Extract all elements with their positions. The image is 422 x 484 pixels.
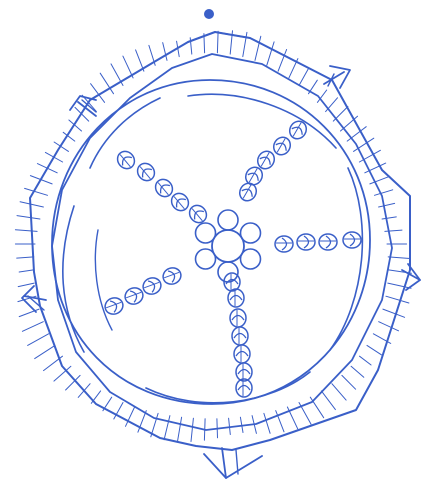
bead: [123, 285, 145, 306]
hatch-stroke: [91, 391, 100, 403]
outer-band-inner-edge: [52, 54, 392, 430]
hatch-stroke: [310, 397, 323, 418]
bead: [275, 236, 293, 252]
rosette-center: [212, 230, 244, 262]
center-rosette: [196, 210, 261, 282]
hatch-stroke: [360, 356, 372, 365]
hatch-stroke: [386, 296, 409, 303]
hatch-stroke: [17, 257, 34, 258]
hatch-stroke: [136, 50, 144, 71]
arm-left: [103, 265, 183, 316]
bead: [228, 289, 244, 307]
hatch-stroke: [204, 419, 205, 441]
hatch-stroke: [164, 416, 170, 440]
arrow-down: [204, 448, 262, 478]
hatch-stroke: [321, 391, 335, 410]
hatch-stroke: [299, 69, 308, 86]
hatch-stroke: [299, 403, 311, 425]
hatch-stroke: [382, 217, 396, 219]
hatch-stroke: [385, 230, 402, 231]
hatch-stroke: [217, 419, 218, 438]
hatch-stroke: [44, 356, 63, 370]
rosette-petal: [241, 223, 261, 243]
hatch-stroke: [191, 418, 193, 441]
top-dot: [204, 9, 214, 19]
hatch-stroke: [264, 413, 270, 433]
hatch-stroke: [255, 36, 261, 60]
hatch-stroke: [375, 190, 393, 196]
inner-ring-inner-arc-6: [95, 230, 112, 330]
arm-down: [224, 273, 252, 397]
bead: [134, 160, 158, 184]
hatch-stroke: [217, 31, 218, 53]
bead: [234, 345, 250, 363]
rosette-petal: [218, 210, 238, 230]
arm-up-left: [114, 148, 210, 226]
hatch-stroke: [379, 203, 395, 207]
hatch-stroke: [19, 270, 33, 272]
rosette-petal: [196, 249, 216, 269]
hatch-stroke: [15, 230, 37, 232]
hatch-stroke: [379, 322, 399, 331]
hatch-stroke: [28, 334, 49, 346]
hatch-stroke: [17, 216, 40, 219]
hatch-stroke: [351, 366, 364, 377]
bead: [230, 309, 246, 327]
hatch-stroke: [309, 80, 318, 94]
hatch-stroke: [388, 283, 411, 288]
hatch-stroke: [123, 56, 133, 78]
inner-ring-inner-arc-1: [188, 94, 336, 148]
rosette-petal: [218, 262, 238, 282]
radial-bead-arms: [103, 118, 361, 397]
inner-ring-inner-arc-4: [63, 206, 84, 352]
hatch-stroke: [111, 64, 123, 86]
hatch-stroke: [18, 283, 34, 287]
hatch-stroke: [333, 107, 348, 122]
hatch-stroke: [45, 152, 62, 162]
direction-arrows: [22, 32, 420, 478]
hatch-stroke: [267, 42, 274, 65]
hatch-stroke: [347, 127, 366, 141]
hatch-stroke: [326, 98, 338, 112]
hatch-stroke: [35, 345, 55, 358]
hatch-stroke: [342, 375, 356, 389]
arm-up-right: [237, 118, 310, 204]
bead: [114, 148, 138, 172]
hatch-stroke: [178, 417, 182, 441]
arm-right: [275, 232, 361, 252]
rosette-petal: [241, 249, 261, 269]
hatch-stroke: [383, 309, 405, 317]
hatch-stroke: [332, 384, 346, 400]
hatch-stroke: [163, 43, 167, 61]
bead: [141, 275, 163, 296]
bead: [161, 265, 183, 286]
hatch-stroke: [22, 322, 43, 332]
bead: [232, 327, 248, 345]
inner-ring-inner-arc-2: [330, 168, 362, 350]
hatch-stroke: [367, 345, 381, 354]
hatch-stroke: [341, 116, 358, 131]
hatch-stroke: [388, 257, 410, 259]
bead: [297, 234, 315, 250]
bead: [103, 295, 125, 316]
hatch-stroke: [37, 164, 57, 173]
hatch-stroke: [103, 397, 112, 411]
inner-ring-inner-arc-3: [146, 372, 310, 403]
rosette-petal: [196, 223, 216, 243]
hatch-stroke: [20, 202, 43, 207]
bead: [343, 232, 361, 248]
bead: [271, 134, 294, 158]
bead: [319, 234, 337, 250]
hatch-stroke: [289, 59, 298, 78]
